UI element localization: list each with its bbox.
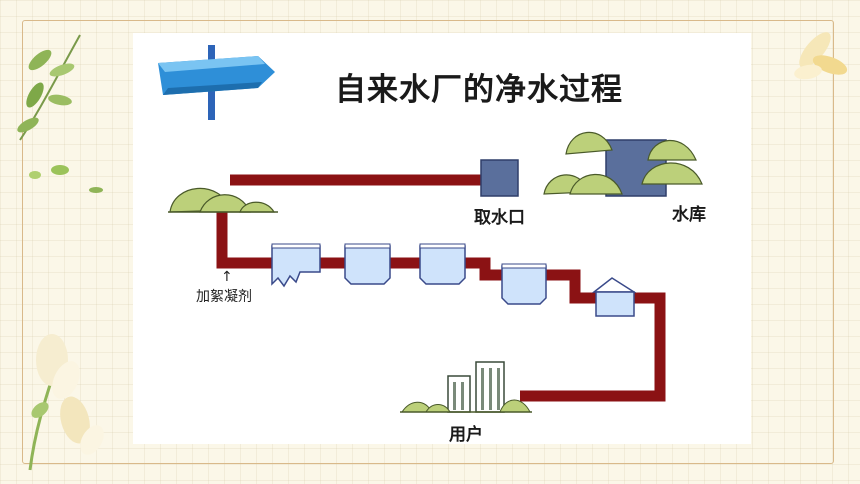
water-intake-box — [480, 159, 519, 197]
reservoir-label: 水库 — [672, 205, 706, 225]
leaf-branch-decoration — [17, 34, 103, 193]
diagram-panel — [133, 33, 751, 444]
filtration-tank — [419, 243, 466, 285]
flower-decoration-top — [794, 32, 848, 80]
clean-water-tank — [591, 277, 637, 317]
coagulant-label: 加絮凝剂 — [196, 289, 252, 305]
page-title: 自来水厂的净水过程 — [335, 72, 623, 108]
reservoir-icon — [543, 131, 703, 197]
user-buildings-icon — [400, 361, 532, 413]
settling-tank — [344, 243, 391, 285]
slide-frame — [22, 20, 834, 464]
signpost-icon — [158, 45, 275, 120]
users-label: 用户 — [449, 425, 483, 445]
up-arrow-icon: ↑ — [221, 269, 233, 285]
adsorption-tank — [501, 263, 547, 305]
coagulation-tank — [271, 243, 321, 288]
flower-decoration-bottom — [28, 334, 104, 471]
hill-bushes — [168, 187, 278, 213]
intake-label: 取水口 — [474, 208, 525, 228]
water-pipe — [216, 174, 666, 402]
